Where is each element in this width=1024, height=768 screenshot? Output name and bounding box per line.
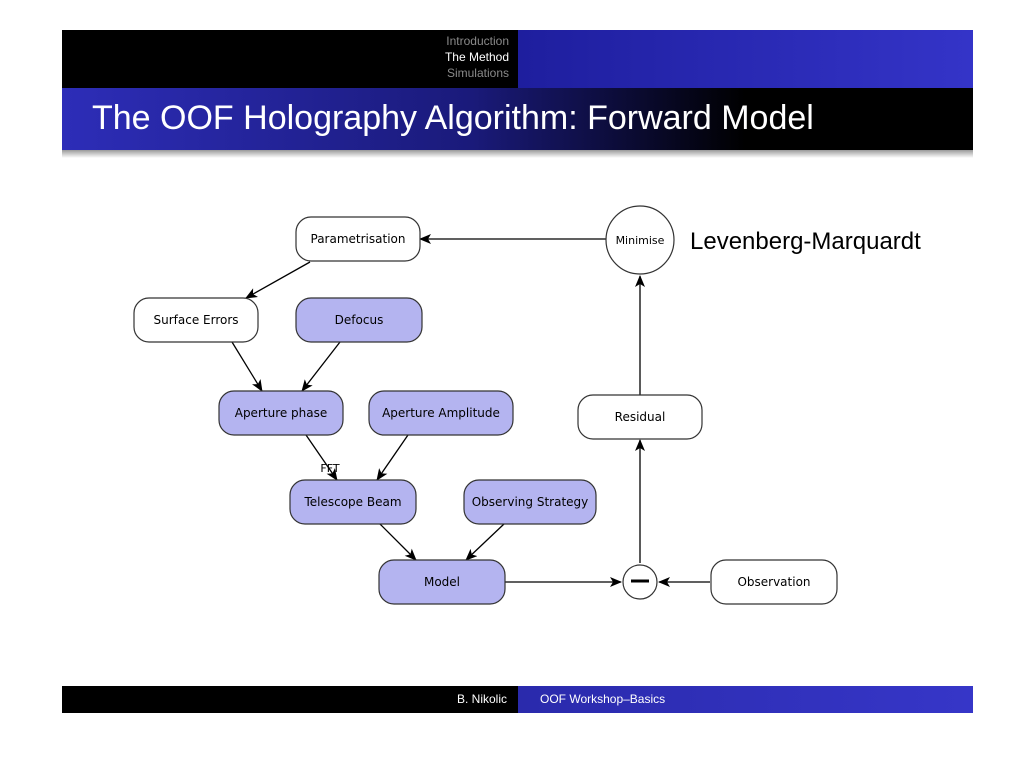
- edge-defocus-aperture-phase: [301, 341, 341, 392]
- node-defocus: [295, 297, 423, 343]
- node-minimise: [605, 205, 675, 275]
- title-bar: [62, 88, 973, 150]
- label-levenberg-marquardt: Levenberg-Marquardt: [690, 228, 921, 255]
- edge-telescope-beam-model: [379, 523, 417, 561]
- label-observing-strategy: Observing Strategy: [472, 495, 589, 509]
- nav-item-simulations[interactable]: Simulations: [446, 66, 509, 80]
- nav-bar-left: [62, 30, 518, 88]
- edge-parametrisation-surface-errors: [245, 261, 311, 299]
- edge-surface-errors-aperture-phase: [231, 341, 263, 392]
- label-telescope-beam: Telescope Beam: [303, 495, 401, 509]
- label-residual: Residual: [615, 410, 666, 424]
- footer-bar-right: [518, 686, 973, 713]
- title-shadow: [62, 150, 973, 158]
- nav-bar-right: [518, 30, 973, 88]
- node-telescope-beam: [289, 479, 417, 525]
- node-aperture-phase: [218, 390, 344, 436]
- node-observation: [710, 559, 838, 605]
- label-parametrisation: Parametrisation: [311, 232, 406, 246]
- footer-talk-title: OOF Workshop–Basics: [540, 692, 666, 706]
- footer-bar-left: [62, 686, 518, 713]
- nav-item-the-method[interactable]: The Method: [444, 50, 509, 64]
- node-surface-errors: [133, 297, 259, 343]
- label-minimise: Minimise: [616, 234, 665, 247]
- edge-aperture-amplitude-telescope-beam: [376, 434, 409, 481]
- footer-author: B. Nikolic: [456, 692, 507, 706]
- label-aperture-amplitude: Aperture Amplitude: [382, 406, 500, 420]
- page-title: The OOF Holography Algorithm: Forward Mo…: [92, 99, 814, 137]
- label-fft: FFT: [320, 462, 339, 475]
- label-aperture-phase: Aperture phase: [235, 406, 328, 420]
- nav-item-introduction[interactable]: Introduction: [446, 34, 509, 48]
- section-nav: Introduction The Method Simulations: [62, 33, 509, 81]
- node-aperture-amplitude: [368, 390, 514, 436]
- node-observing-strategy: [463, 479, 597, 525]
- label-surface-errors: Surface Errors: [153, 313, 238, 327]
- node-residual: [577, 394, 703, 440]
- edge-aperture-phase-telescope-beam: [305, 434, 338, 481]
- label-defocus: Defocus: [335, 313, 384, 327]
- node-model: [378, 559, 506, 605]
- label-observation: Observation: [737, 575, 810, 589]
- label-model: Model: [424, 575, 460, 589]
- node-parametrisation: [295, 216, 421, 262]
- edge-observing-strategy-model: [465, 523, 505, 561]
